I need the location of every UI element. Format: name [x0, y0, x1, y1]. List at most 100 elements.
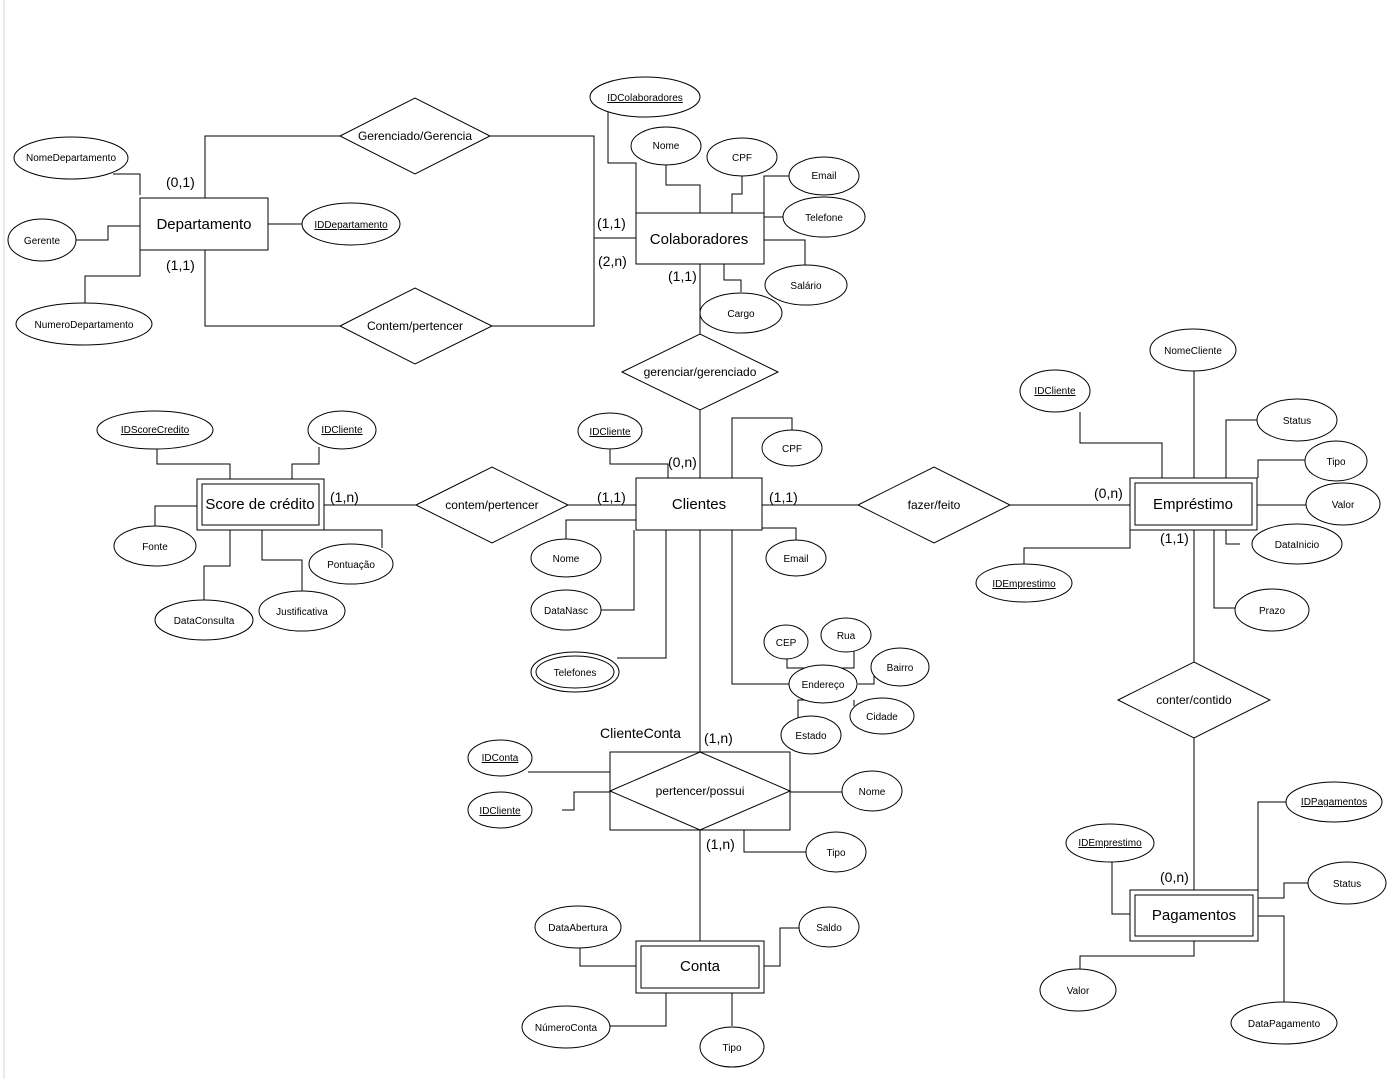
connector-lines — [76, 112, 1310, 1027]
attribute-conta-tipo: Tipo — [699, 1026, 765, 1068]
associative-entity-clienteconta: pertencer/possui ClienteConta — [600, 725, 792, 831]
svg-text:Status: Status — [1283, 416, 1311, 427]
weak-entity-conta: Conta — [635, 940, 765, 994]
svg-text:IDColaboradores: IDColaboradores — [607, 93, 683, 104]
cardinality-clientes-right: (1,1) — [769, 489, 798, 505]
svg-text:Saldo: Saldo — [816, 923, 842, 934]
attribute-key-cliente-id-cliente: IDCliente — [577, 412, 643, 450]
svg-text:Nome: Nome — [859, 787, 886, 798]
svg-text:Cargo: Cargo — [727, 309, 755, 320]
attribute-score-justificativa: Justificativa — [258, 590, 346, 632]
composite-attribute-endereco: Endereço — [788, 664, 858, 704]
attribute-cliente-nome: Nome — [530, 538, 602, 578]
relationship-label: contem/pertencer — [445, 498, 538, 512]
svg-text:Tipo: Tipo — [826, 848, 846, 859]
svg-text:Justificativa: Justificativa — [276, 607, 328, 618]
attribute-pag-status: Status — [1307, 861, 1387, 905]
attribute-emp-prazo: Prazo — [1234, 588, 1310, 632]
associative-entity-label: ClienteConta — [600, 725, 681, 741]
svg-text:IDCliente: IDCliente — [1034, 386, 1076, 397]
svg-text:Bairro: Bairro — [887, 663, 914, 674]
cardinality-departamento-top: (0,1) — [166, 174, 195, 190]
svg-text:Email: Email — [811, 171, 836, 182]
attribute-key-cc-id-cliente: IDCliente — [467, 791, 533, 829]
attribute-endereco-bairro: Bairro — [870, 647, 930, 687]
svg-text:Cidade: Cidade — [866, 712, 898, 723]
cardinality-emprestimo-bottom: (1,1) — [1160, 530, 1189, 546]
attribute-nome-departamento: NomeDepartamento — [13, 136, 129, 180]
svg-text:Fonte: Fonte — [142, 542, 168, 553]
relationship-fazer-feito: fazer/feito — [856, 466, 1012, 544]
attribute-emp-tipo: Tipo — [1304, 440, 1368, 482]
multivalued-attribute-telefones: Telefones — [530, 651, 620, 693]
cardinality-labels: (0,1) (1,1) (1,1) (2,n) (1,1) (0,n) (1,1… — [166, 174, 1189, 885]
attribute-endereco-estado: Estado — [780, 715, 842, 755]
relationship-label: gerenciar/gerenciado — [644, 365, 757, 379]
cardinality-colaboradores-left-bottom: (2,n) — [598, 253, 627, 269]
cardinality-score-right: (1,n) — [330, 489, 359, 505]
attribute-conta-numeroconta: NúmeroConta — [521, 1005, 611, 1049]
attribute-key-score-id-cliente: IDCliente — [307, 410, 377, 450]
attribute-cc-tipo: Tipo — [805, 831, 867, 873]
svg-text:DataInicio: DataInicio — [1275, 540, 1320, 551]
svg-text:Tipo: Tipo — [722, 1043, 742, 1054]
attribute-emp-valor: Valor — [1305, 482, 1381, 526]
svg-text:IDEmprestimo: IDEmprestimo — [1078, 838, 1142, 849]
entity-clientes: Clientes — [635, 477, 763, 531]
svg-text:Gerente: Gerente — [24, 236, 61, 247]
attribute-key-id-colaboradores: IDColaboradores — [589, 76, 701, 118]
relationship-label: conter/contido — [1156, 693, 1232, 707]
svg-text:IDEmprestimo: IDEmprestimo — [992, 579, 1056, 590]
cardinality-colaboradores-left-top: (1,1) — [597, 215, 626, 231]
cardinality-clientes-top: (0,n) — [668, 454, 697, 470]
relationship-gerenciado-gerencia: Gerenciado/Gerencia — [338, 97, 492, 175]
cardinality-pagamentos-top: (0,n) — [1160, 869, 1189, 885]
attribute-key-emp-id-emprestimo: IDEmprestimo — [975, 563, 1073, 603]
attribute-endereco-cidade: Cidade — [849, 697, 915, 735]
svg-text:NumeroDepartamento: NumeroDepartamento — [35, 320, 134, 331]
svg-text:CPF: CPF — [782, 444, 802, 455]
attribute-numero-departamento: NumeroDepartamento — [15, 302, 153, 346]
svg-text:IDCliente: IDCliente — [321, 425, 363, 436]
svg-text:IDConta: IDConta — [482, 753, 519, 764]
entity-label: Departamento — [156, 216, 251, 233]
relationship-contem-pertencer-score: contem/pertencer — [414, 466, 570, 544]
svg-text:Prazo: Prazo — [1259, 606, 1286, 617]
attribute-colab-nome: Nome — [630, 126, 702, 166]
svg-text:NúmeroConta: NúmeroConta — [535, 1023, 598, 1034]
weak-entity-score-credito: Score de crédito — [196, 478, 325, 531]
cardinality-emprestimo-left: (0,n) — [1094, 485, 1123, 501]
svg-text:Telefones: Telefones — [554, 668, 597, 679]
attribute-key-id-departamento: IDDepartamento — [301, 202, 401, 246]
svg-text:Estado: Estado — [795, 731, 827, 742]
relationship-label: fazer/feito — [908, 498, 961, 512]
attribute-colab-cpf: CPF — [706, 137, 778, 177]
attribute-endereco-rua: Rua — [820, 617, 872, 653]
weak-entity-pagamentos: Pagamentos — [1129, 889, 1259, 942]
attribute-emp-nomecliente: NomeCliente — [1149, 328, 1237, 372]
attribute-emp-datainicio: DataInicio — [1251, 523, 1343, 565]
attribute-endereco-cep: CEP — [763, 624, 809, 660]
relationship-gerenciar-gerenciado: gerenciar/gerenciado — [620, 333, 780, 411]
cardinality-clienteconta-top: (1,n) — [704, 730, 733, 746]
svg-text:Pontuação: Pontuação — [327, 560, 375, 571]
attribute-colab-salario: Salário — [764, 264, 848, 306]
entity-label: Pagamentos — [1152, 907, 1236, 924]
svg-text:Salário: Salário — [790, 281, 822, 292]
attribute-colab-email: Email — [788, 156, 860, 196]
cardinality-clientes-left: (1,1) — [597, 489, 626, 505]
svg-text:Nome: Nome — [553, 554, 580, 565]
svg-text:CPF: CPF — [732, 153, 752, 164]
attribute-colab-cargo: Cargo — [699, 292, 783, 334]
svg-text:IDCliente: IDCliente — [589, 427, 631, 438]
attribute-pag-datapagamento: DataPagamento — [1230, 1001, 1338, 1045]
entity-label: Colaboradores — [650, 231, 748, 248]
attribute-cliente-datanasc: DataNasc — [530, 589, 602, 631]
svg-text:Valor: Valor — [1332, 500, 1355, 511]
attribute-cliente-cpf: CPF — [761, 429, 823, 467]
svg-text:CEP: CEP — [776, 638, 797, 649]
attribute-conta-dataabertura: DataAbertura — [534, 905, 622, 949]
svg-text:IDPagamentos: IDPagamentos — [1301, 797, 1367, 808]
svg-text:Rua: Rua — [837, 631, 856, 642]
entity-label: Conta — [680, 958, 721, 975]
